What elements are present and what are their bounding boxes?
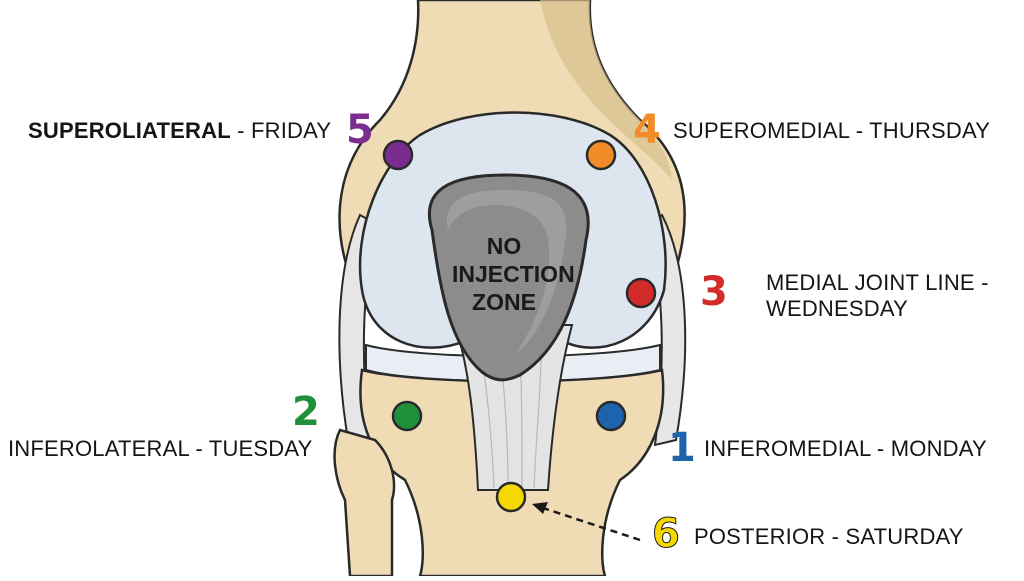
site-2-number: 2 <box>292 389 320 435</box>
femur-shade <box>540 0 672 180</box>
site-6-dot <box>495 481 527 513</box>
site-5-label-rest: - FRIDAY <box>230 118 332 143</box>
patella-highlight <box>447 190 567 355</box>
site-4-number: 4 <box>633 107 661 153</box>
site-5-number: 5 <box>346 107 374 153</box>
site-6-label: POSTERIOR - SATURDAY <box>694 524 964 549</box>
no-injection-zone-label: NO INJECTION ZONE <box>452 232 575 316</box>
site-4-dot <box>585 139 617 171</box>
site-2-dot <box>391 400 423 432</box>
posterior-arrow-line <box>539 505 641 542</box>
site-3-label-line-2: WEDNESDAY <box>766 296 908 321</box>
site-3-number: 3 <box>700 269 728 315</box>
zone-line-3: ZONE <box>472 289 536 315</box>
zone-line-1: NO <box>486 233 522 259</box>
site-6-number: 6 <box>652 511 681 557</box>
site-3-label: MEDIAL JOINT LINE - WEDNESDAY <box>766 270 989 322</box>
site-2-label: INFEROLATERAL - TUESDAY <box>8 436 313 461</box>
site-3-dot <box>625 277 657 309</box>
site-5-label-bold: SUPEROLIATERAL <box>28 118 231 143</box>
site-5-dot <box>382 139 414 171</box>
zone-line-2: INJECTION <box>452 261 575 287</box>
site-4-label: SUPEROMEDIAL - THURSDAY <box>673 118 991 143</box>
site-5-label: SUPEROLIATERAL - FRIDAY <box>28 118 331 144</box>
fibula <box>333 428 396 578</box>
site-3-label-line-1: MEDIAL JOINT LINE - <box>766 270 989 295</box>
site-1-label: INFEROMEDIAL - MONDAY <box>704 436 987 461</box>
site-1-number: 1 <box>668 425 696 471</box>
posterior-arrow-head <box>532 502 548 514</box>
site-1-dot <box>595 400 627 432</box>
